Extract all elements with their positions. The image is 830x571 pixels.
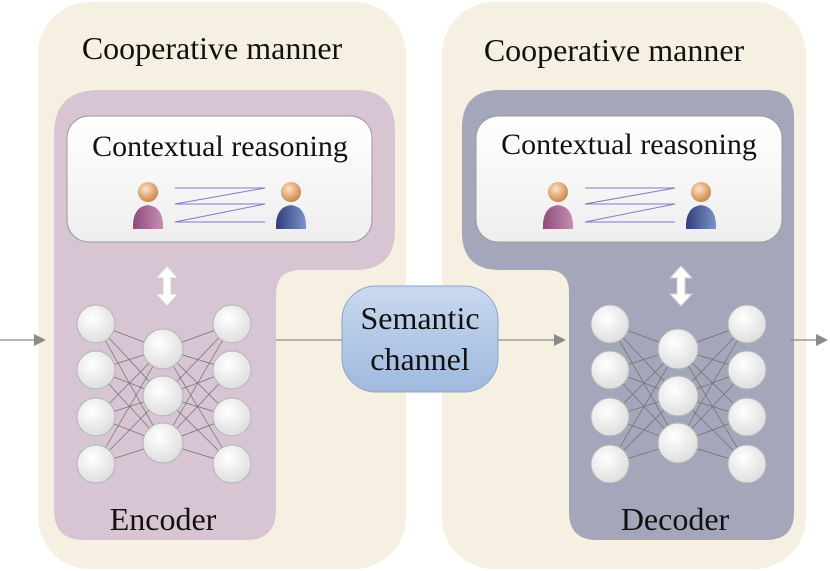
right-arrow-icon bbox=[816, 334, 828, 346]
left-reasoning-title: Contextual reasoning bbox=[92, 130, 348, 163]
decoder-label: Decoder bbox=[621, 501, 730, 537]
network-node bbox=[76, 444, 116, 484]
network-node bbox=[142, 375, 184, 417]
network-node bbox=[590, 304, 630, 344]
network-edge bbox=[95, 323, 164, 444]
network-node bbox=[142, 328, 184, 370]
encoder-label: Encoder bbox=[110, 501, 217, 537]
right-arrow-icon bbox=[34, 334, 46, 346]
decoder-network bbox=[590, 304, 767, 484]
right-panel-title: Cooperative manner bbox=[484, 32, 745, 68]
network-node bbox=[590, 397, 630, 437]
right-reasoning-title: Contextual reasoning bbox=[501, 128, 757, 161]
network-node bbox=[657, 375, 699, 417]
person-icon bbox=[542, 182, 574, 229]
encoder-network bbox=[76, 304, 252, 484]
up-down-arrow-icon bbox=[154, 265, 180, 307]
up-down-arrow-icon bbox=[668, 265, 694, 307]
right-arrow-icon bbox=[554, 334, 566, 346]
network-node bbox=[727, 444, 767, 484]
network-node bbox=[657, 328, 699, 370]
network-node bbox=[212, 350, 252, 390]
network-node bbox=[590, 350, 630, 390]
network-node bbox=[142, 422, 184, 464]
network-edge bbox=[609, 323, 679, 444]
person-icon bbox=[275, 182, 307, 229]
network-node bbox=[76, 397, 116, 437]
network-node bbox=[727, 397, 767, 437]
left-panel-title: Cooperative manner bbox=[82, 30, 343, 66]
network-node bbox=[76, 304, 116, 344]
channel-label-line2: channel bbox=[370, 341, 470, 377]
person-icon bbox=[132, 182, 164, 229]
left-dialogue-lines bbox=[174, 187, 266, 223]
semantic-channel bbox=[341, 285, 499, 393]
network-edge bbox=[162, 323, 233, 444]
network-node bbox=[727, 304, 767, 344]
network-node bbox=[212, 304, 252, 344]
channel-label-line1: Semantic bbox=[360, 300, 479, 336]
network-edge bbox=[677, 323, 748, 444]
network-edge bbox=[95, 348, 164, 465]
network-node bbox=[212, 397, 252, 437]
network-node bbox=[657, 422, 699, 464]
network-node bbox=[76, 350, 116, 390]
network-node bbox=[727, 350, 767, 390]
person-icon bbox=[685, 182, 717, 229]
network-node bbox=[212, 444, 252, 484]
right-dialogue-lines bbox=[584, 187, 676, 223]
network-edge bbox=[609, 348, 679, 465]
network-node bbox=[590, 444, 630, 484]
